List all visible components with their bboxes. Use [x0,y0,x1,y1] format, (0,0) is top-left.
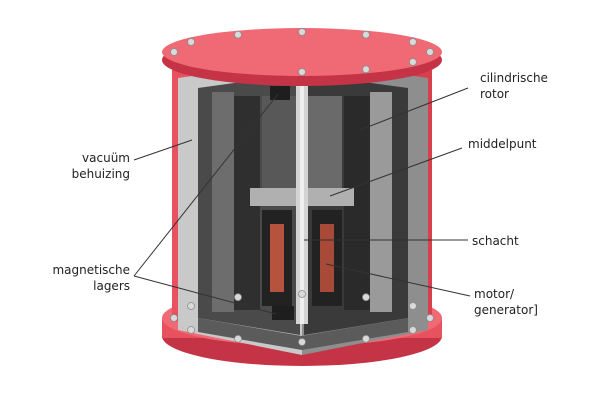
label-vacuum: vacuüm behuizing [71,151,130,181]
bolt [408,58,417,66]
leader-hub [329,147,463,197]
bearing-top [270,86,290,100]
bolt [187,302,196,310]
leader-bearing-top [133,93,279,277]
bolt [362,65,370,74]
rotor-wall-left [212,92,234,312]
bolt [408,326,417,334]
label-shaft: schacht [472,234,519,248]
bolt [362,30,370,39]
bolt [426,48,434,56]
bolt [298,338,306,346]
hub-left [262,96,298,188]
bolt [408,302,417,310]
copper-winding-right [320,224,334,292]
bolt [187,38,196,46]
bolt [362,334,370,343]
bolt [426,314,434,322]
bolt [298,28,306,36]
leader-lines [133,87,471,315]
bolt [298,68,306,76]
leader-vacuum [133,139,193,161]
shaft-core [300,86,304,324]
label-motor: motor/ generator] [474,287,538,317]
copper-winding-left [270,224,284,292]
label-hub: middelpunt [468,137,537,151]
leader-motor [325,263,471,297]
bolt [408,38,417,46]
flange-bolts [170,28,434,346]
bolt [187,326,196,334]
bearing-bottom [272,306,294,320]
label-rotor: cilindrische rotor [480,71,548,101]
bolt [170,48,178,56]
bolt [298,290,306,298]
leader-rotor [359,87,469,131]
bolt [234,334,242,343]
bolt [234,293,242,302]
bolt [234,30,242,39]
bolt [362,293,370,302]
leader-bearing-bottom [133,275,277,315]
label-bearings: magnetische lagers [52,263,130,293]
top-flange [162,28,442,76]
hub-right [306,96,342,188]
bolt [170,314,178,322]
rotor-wall-right [370,92,392,312]
